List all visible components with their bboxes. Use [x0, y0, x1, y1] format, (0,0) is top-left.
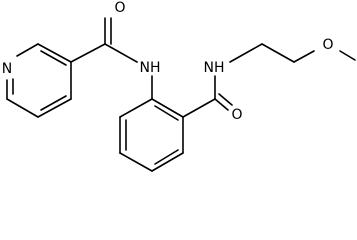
amide-2-nh-label: NH: [204, 60, 225, 76]
methoxyethyl-chain: [229, 43, 356, 63]
ether-oxygen-label: O: [322, 37, 333, 53]
benzene-ring: [119, 98, 184, 172]
amide-1-nh-label: NH: [140, 60, 161, 76]
pyridine-nitrogen-label: N: [2, 61, 12, 77]
amide-1-group: [70, 17, 138, 63]
molecule-structure: N O NH O NH O: [2, 0, 356, 172]
pyridine-ring: [6, 43, 72, 118]
amide-2-group: [182, 75, 233, 118]
amide-1-oxygen-label: O: [114, 0, 125, 16]
amide-2-oxygen-label: O: [231, 107, 242, 123]
